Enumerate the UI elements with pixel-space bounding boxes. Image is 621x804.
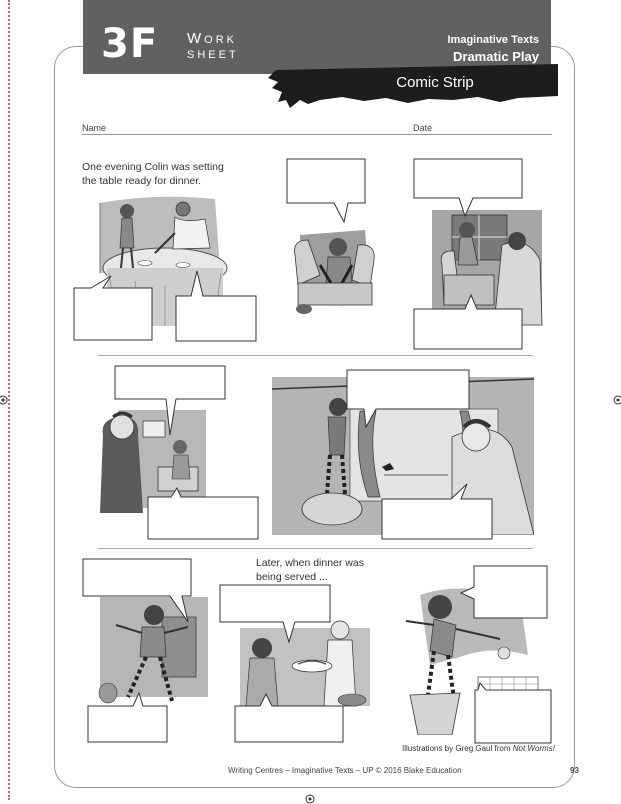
panel-girl-armchair bbox=[290, 215, 380, 320]
panel-girl-window bbox=[422, 205, 547, 327]
credit-book-title: Not Worms! bbox=[512, 744, 555, 753]
name-label: Name bbox=[82, 123, 107, 133]
panel-serving-dinner bbox=[240, 608, 370, 708]
registration-mark-icon bbox=[305, 794, 315, 804]
speech-bubble[interactable] bbox=[147, 486, 259, 540]
speech-bubble[interactable] bbox=[286, 158, 366, 224]
intro-caption: One evening Colin was setting the table … bbox=[82, 161, 224, 187]
registration-mark-icon bbox=[613, 395, 621, 405]
subcategory-label: Dramatic Play bbox=[453, 49, 539, 64]
speech-bubble[interactable] bbox=[234, 692, 344, 743]
speech-bubble[interactable] bbox=[474, 681, 552, 744]
header-banner: 3F Work sheet Imaginative Texts Dramatic… bbox=[83, 0, 551, 74]
worksheet-label-line2: sheet bbox=[187, 45, 239, 62]
page-number: 93 bbox=[570, 766, 579, 775]
speech-bubble[interactable] bbox=[82, 558, 192, 624]
date-label: Date bbox=[413, 123, 433, 133]
speech-bubble[interactable] bbox=[219, 584, 331, 644]
pink-guide-line bbox=[8, 0, 10, 800]
speech-bubble[interactable] bbox=[175, 270, 257, 342]
illustration-credit: Illustrations by Greg Gaul from Not Worm… bbox=[402, 744, 555, 753]
speech-bubble[interactable] bbox=[114, 365, 226, 437]
torn-title-strip bbox=[268, 64, 558, 108]
speech-bubble[interactable] bbox=[87, 691, 168, 743]
worksheet-label: Work sheet bbox=[187, 31, 239, 61]
worksheet-label-line1: Work bbox=[187, 30, 237, 47]
panel-girl-falling bbox=[400, 585, 550, 735]
worksheet-code: 3F bbox=[101, 21, 159, 67]
page-title: Comic Strip bbox=[396, 74, 474, 91]
registration-mark-icon bbox=[0, 395, 8, 405]
speech-bubble[interactable] bbox=[413, 158, 523, 218]
panel-colin-living-room bbox=[98, 395, 208, 515]
name-line[interactable] bbox=[82, 134, 552, 135]
panel-girl-dancing bbox=[92, 597, 210, 707]
row-divider bbox=[98, 355, 533, 356]
speech-bubble[interactable] bbox=[73, 275, 153, 341]
later-caption: Later, when dinner was being served ... bbox=[256, 557, 364, 583]
speech-bubble[interactable] bbox=[381, 483, 493, 540]
speech-bubble[interactable] bbox=[459, 565, 548, 621]
row-divider bbox=[98, 548, 533, 549]
category-label: Imaginative Texts bbox=[447, 34, 540, 46]
speech-bubble[interactable] bbox=[413, 293, 523, 350]
footer-text: Writing Centres – Imaginative Texts – UP… bbox=[228, 766, 462, 775]
speech-bubble[interactable] bbox=[346, 369, 470, 429]
credit-prefix: Illustrations by Greg Gaul from bbox=[402, 744, 513, 753]
